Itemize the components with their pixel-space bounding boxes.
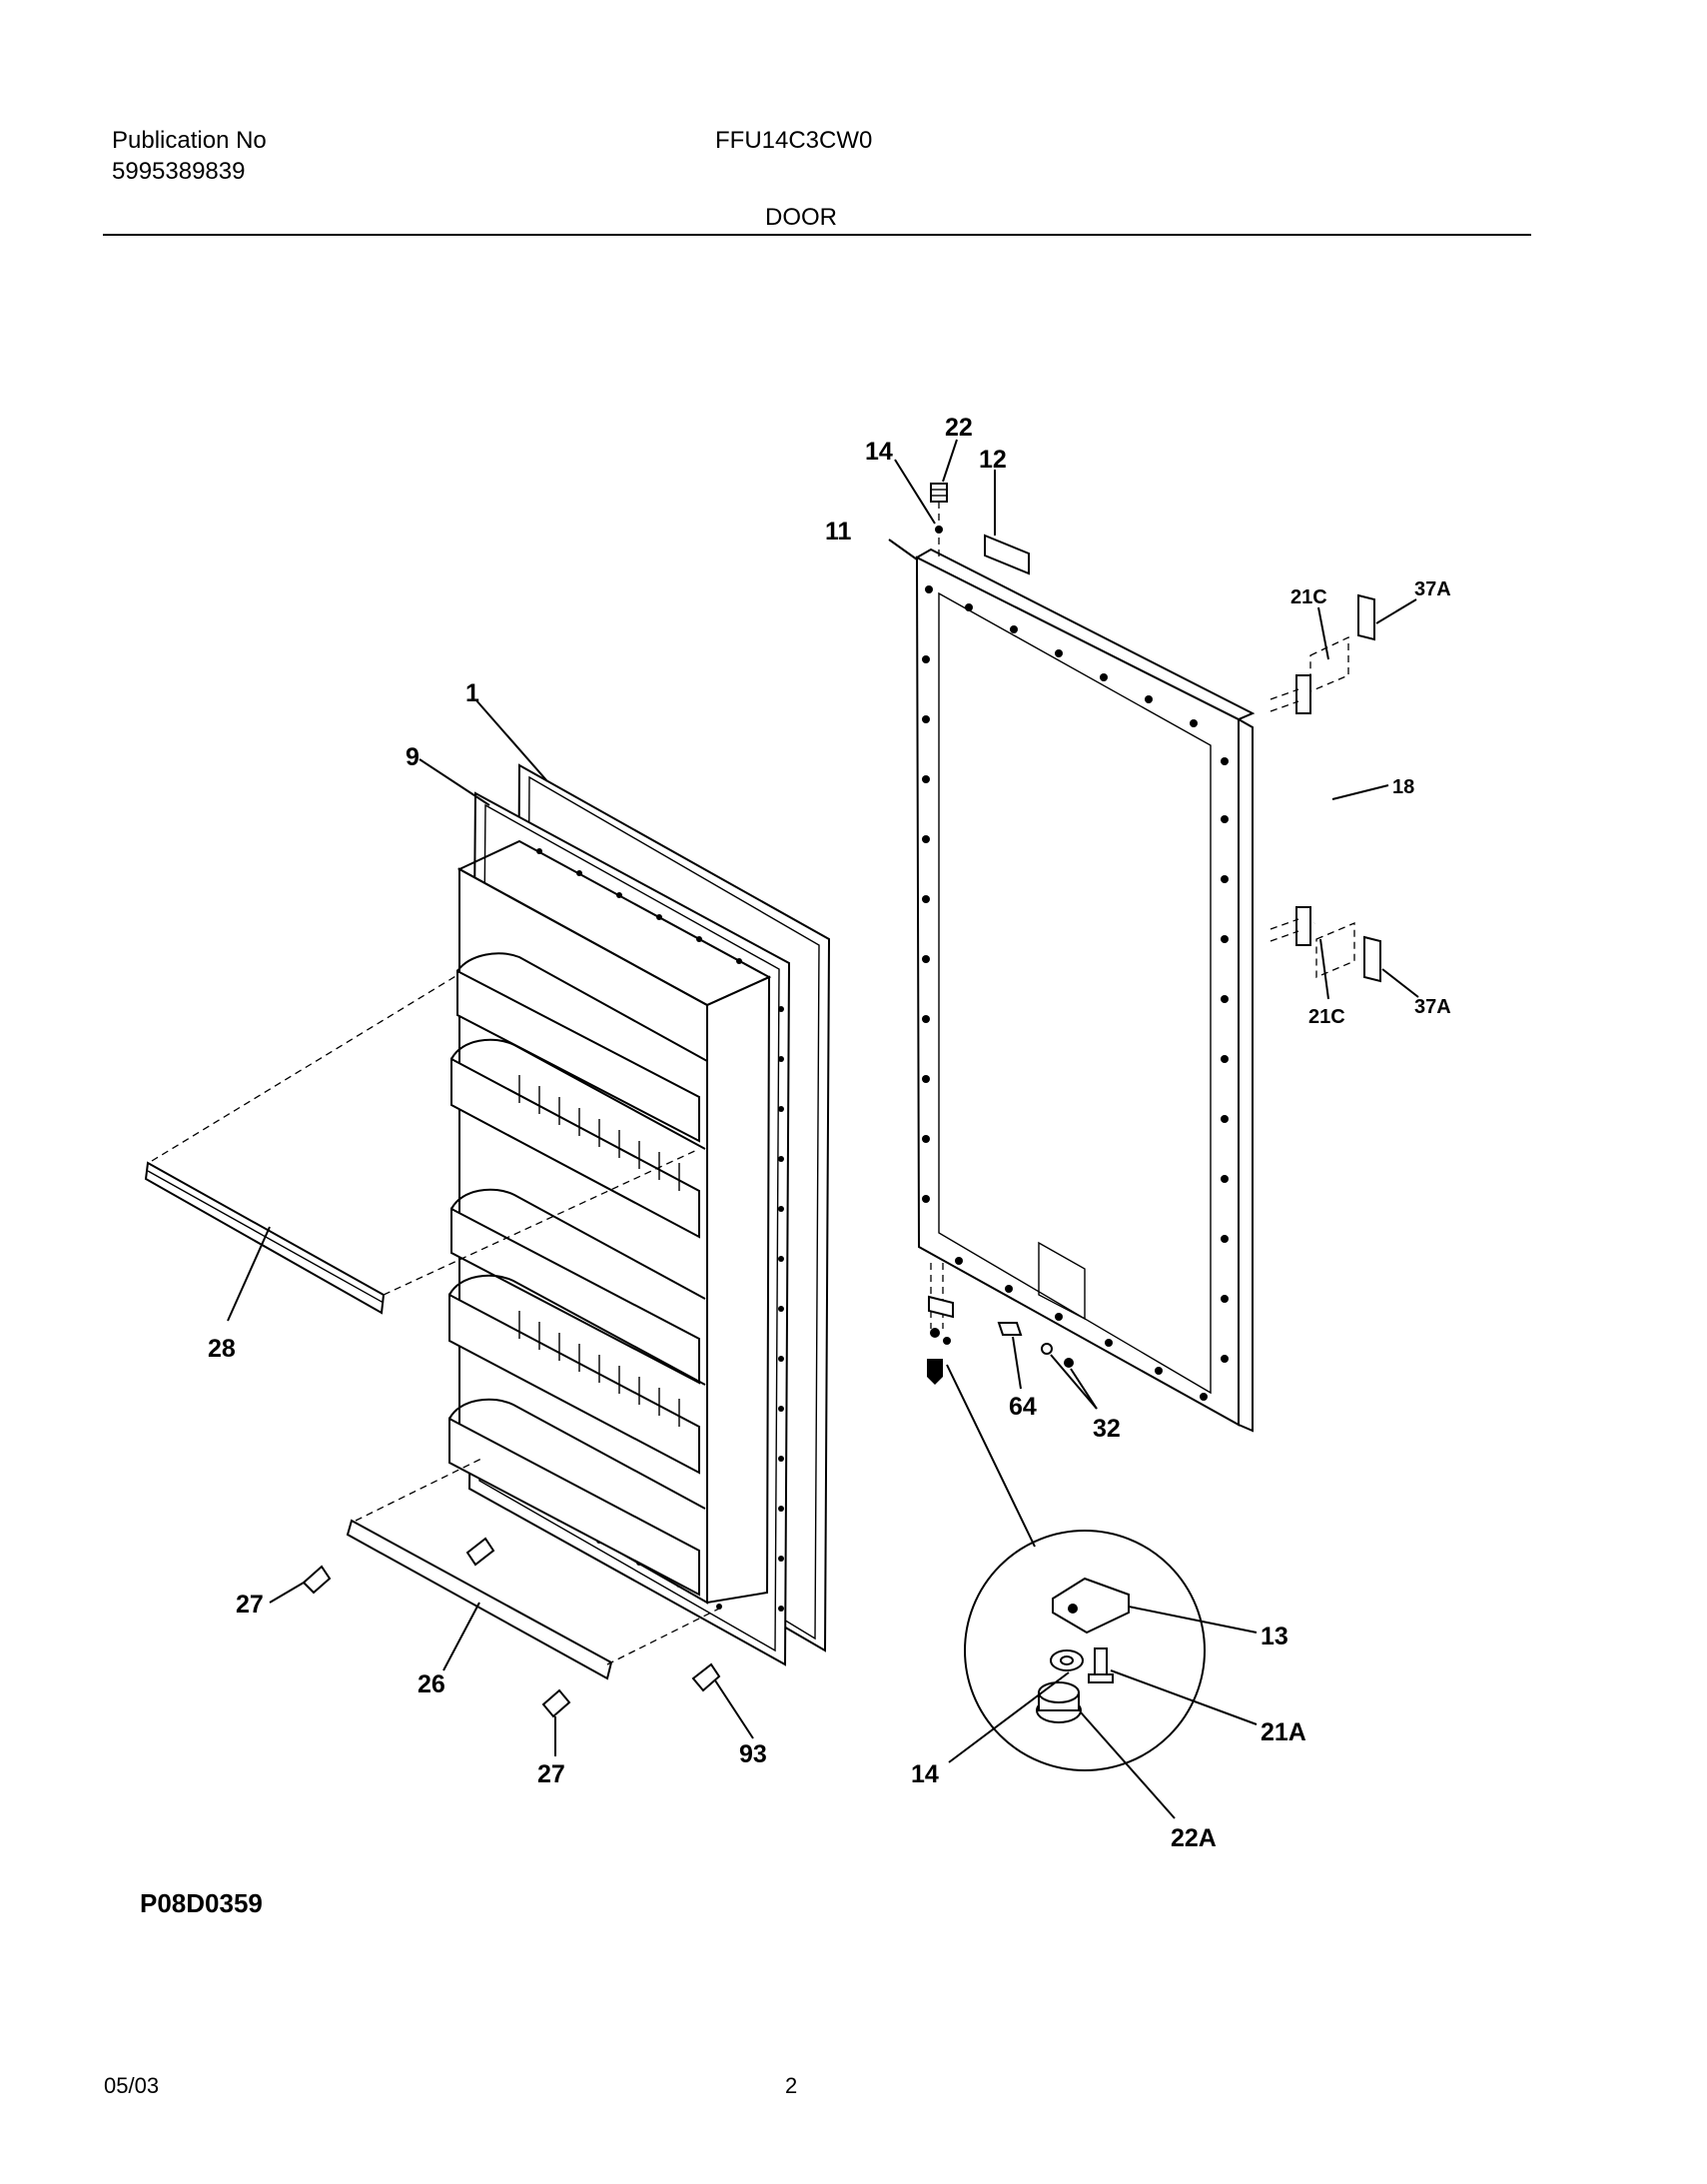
callout-18: 18 bbox=[1392, 776, 1414, 798]
callout-22: 22 bbox=[945, 414, 973, 442]
callout-13: 13 bbox=[1261, 1623, 1288, 1650]
retainer-bar-26 bbox=[346, 1458, 720, 1680]
callout-1: 1 bbox=[465, 679, 479, 707]
bushing-22A bbox=[1036, 1681, 1082, 1723]
door-handle-18 bbox=[1270, 674, 1389, 946]
label-12 bbox=[984, 470, 1030, 575]
callout-12: 12 bbox=[979, 446, 1007, 474]
section-title: DOOR bbox=[765, 204, 837, 231]
model-number: FFU14C3CW0 bbox=[715, 127, 873, 154]
hinge-bushing-22 bbox=[930, 483, 948, 557]
publication-number: 5995389839 bbox=[112, 158, 246, 185]
screw-27-middle bbox=[465, 1537, 495, 1567]
callout-9: 9 bbox=[406, 743, 420, 771]
callout-21A: 21A bbox=[1261, 1718, 1306, 1746]
callout-64: 64 bbox=[1009, 1393, 1037, 1421]
bottom-hinge-parts bbox=[927, 1263, 1074, 1548]
callout-93: 93 bbox=[739, 1740, 767, 1768]
callout-21C-bottom: 21C bbox=[1308, 1006, 1345, 1028]
callout-26: 26 bbox=[418, 1670, 445, 1698]
screw-27-lower bbox=[541, 1688, 571, 1756]
callout-37A-top: 37A bbox=[1414, 578, 1451, 600]
outer-door-panel-11 bbox=[914, 547, 1256, 1433]
callout-14-top: 14 bbox=[865, 438, 893, 466]
screw-21A bbox=[1088, 1647, 1114, 1683]
callout-14-bottom: 14 bbox=[911, 1760, 939, 1788]
handle-end-cap-37A-top bbox=[1309, 593, 1417, 692]
callout-37A-bottom: 37A bbox=[1414, 996, 1451, 1018]
door-liner-shelves bbox=[448, 839, 772, 1605]
callout-21C-top: 21C bbox=[1290, 586, 1327, 608]
callout-22A: 22A bbox=[1171, 1824, 1217, 1852]
callout-27-upper: 27 bbox=[236, 1591, 264, 1619]
shelf-retainer-28 bbox=[144, 974, 700, 1322]
screw-93 bbox=[691, 1662, 754, 1739]
screw-27-upper bbox=[269, 1565, 332, 1604]
footer-page-number: 2 bbox=[785, 2073, 798, 2098]
callout-32: 32 bbox=[1093, 1415, 1121, 1443]
header-rule bbox=[103, 234, 1531, 236]
callout-28: 28 bbox=[208, 1335, 236, 1363]
callout-27-lower: 27 bbox=[537, 1760, 565, 1788]
drawing-code: P08D0359 bbox=[140, 1888, 263, 1918]
callout-11: 11 bbox=[825, 518, 852, 546]
hinge-detail-magnifier bbox=[948, 1530, 1258, 1819]
footer-date: 05/03 bbox=[104, 2073, 160, 2098]
publication-label: Publication No bbox=[112, 127, 267, 154]
handle-end-cap-37A-bottom bbox=[1315, 922, 1419, 1000]
